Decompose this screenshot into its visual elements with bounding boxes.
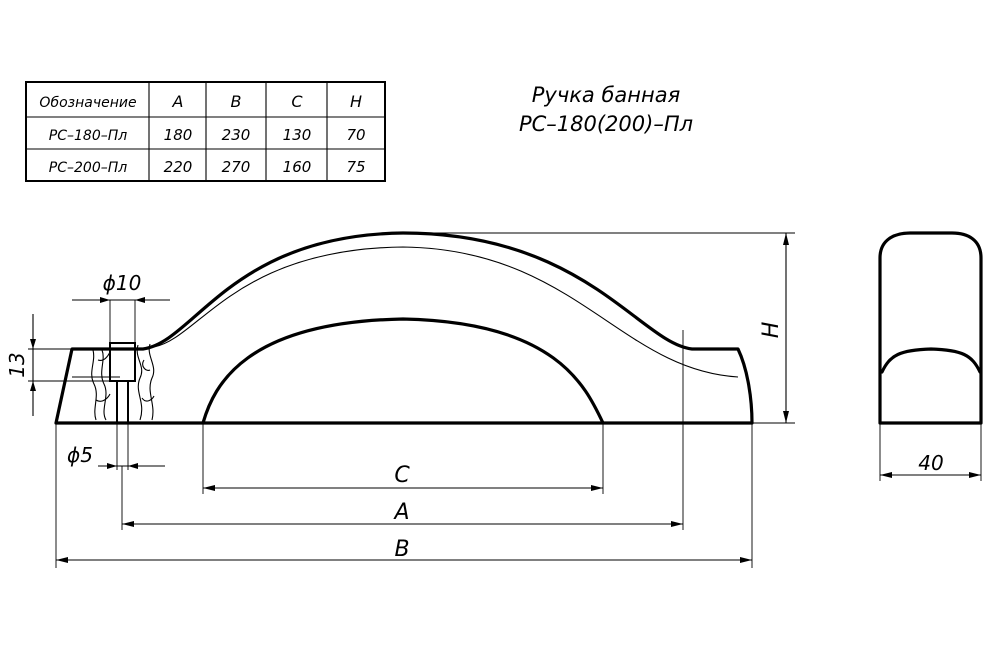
drawing-title: Ручка банная xyxy=(532,83,681,107)
dim-h-label: H xyxy=(759,322,784,339)
dim-c-line xyxy=(202,423,604,494)
dim-a-label: A xyxy=(392,500,409,525)
table-cell: 230 xyxy=(222,126,251,144)
handle-end-view xyxy=(878,231,983,481)
dim-a-line xyxy=(121,330,684,530)
table-cell: 160 xyxy=(283,158,312,176)
wood-section xyxy=(91,343,155,421)
dim-hole-bottom: ϕ5 xyxy=(67,443,93,467)
table-cell: 130 xyxy=(283,126,312,144)
dim-c-label: C xyxy=(394,463,410,488)
table-cell: РС–180–Пл xyxy=(49,128,127,144)
table-header-a: A xyxy=(172,92,184,111)
dim-depth: 13 xyxy=(5,352,29,377)
table-cell: 70 xyxy=(346,126,365,144)
table-header-c: C xyxy=(291,92,303,111)
table-cell: 220 xyxy=(164,158,193,176)
table-cell: 75 xyxy=(346,158,365,176)
screw-hole xyxy=(28,297,170,470)
table-cell: 270 xyxy=(222,158,251,176)
table-header-h: H xyxy=(350,92,362,111)
dim-b-line xyxy=(55,423,753,568)
drawing-model: РС–180(200)–Пл xyxy=(519,112,693,136)
dim-h-line xyxy=(403,232,795,424)
dim-hole-top: ϕ10 xyxy=(103,271,142,295)
dim-width-label: 40 xyxy=(918,451,943,475)
spec-table: Обозначение A B C H РС–180–Пл 180 230 13… xyxy=(25,81,386,182)
handle-side-view xyxy=(54,231,754,425)
table-header-b: B xyxy=(231,92,242,111)
dim-b-label: B xyxy=(394,537,409,562)
table-cell: РС–200–Пл xyxy=(49,160,127,176)
table-cell: 180 xyxy=(164,126,193,144)
table-header-designation: Обозначение xyxy=(39,95,136,111)
